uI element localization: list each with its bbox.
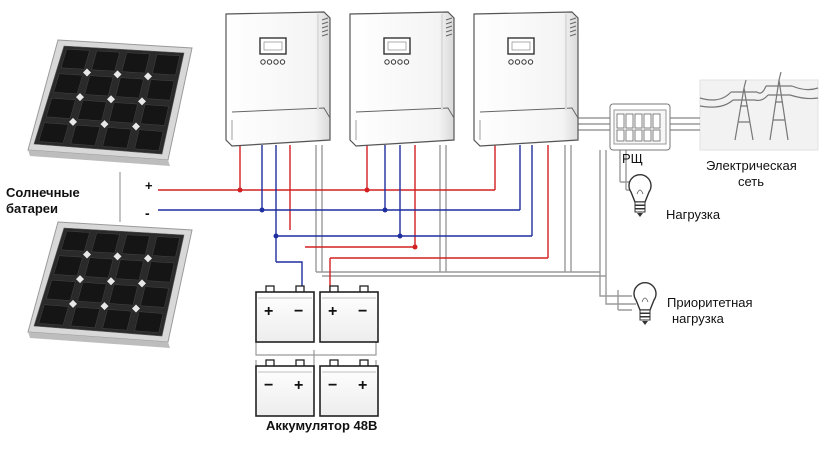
inverter-button xyxy=(279,59,286,65)
panel-cell xyxy=(152,236,181,258)
panel-cell xyxy=(91,232,120,254)
panel-cell xyxy=(146,79,175,101)
panel-cell xyxy=(134,311,164,333)
panel-cell xyxy=(91,50,120,72)
power-grid-image: Электрическая сеть xyxy=(699,71,819,189)
inverter-button xyxy=(384,59,390,65)
panel-cell xyxy=(84,257,114,279)
battery-minus-sign: − xyxy=(358,303,367,320)
inverter-3 xyxy=(473,11,579,147)
panel-cell xyxy=(60,48,90,70)
battery-minus-sign: − xyxy=(264,377,273,394)
panel-cell xyxy=(115,77,144,99)
battery-bank: +−+−−+−+ xyxy=(255,285,379,417)
battery-body xyxy=(255,291,315,343)
panel-cell xyxy=(60,230,90,252)
inverter-2 xyxy=(349,11,455,147)
inverter-button xyxy=(273,59,279,65)
panel-cell xyxy=(77,282,107,304)
inverter-button xyxy=(527,59,534,65)
priority-load-label-line2: нагрузка xyxy=(672,311,725,326)
grid-label-line1: Электрическая xyxy=(706,158,797,173)
battery-plus-sign: + xyxy=(294,377,303,394)
battery-2: +− xyxy=(319,285,379,343)
battery-plus-sign: + xyxy=(264,303,273,320)
inverter-button xyxy=(266,59,273,65)
panel-cell xyxy=(121,52,151,74)
panel-cell xyxy=(140,286,169,308)
inverter-button xyxy=(260,59,266,65)
panel-cell xyxy=(70,306,101,328)
battery-4: −+ xyxy=(319,359,379,417)
panel-cell xyxy=(115,259,144,281)
solar-label-line1: Солнечные xyxy=(6,185,80,200)
inverters xyxy=(225,11,579,147)
panel-cell xyxy=(53,255,83,277)
panel-cell xyxy=(102,309,132,331)
grid-label-line2: сеть xyxy=(738,174,764,189)
solar-label-line2: батареи xyxy=(6,201,58,216)
inverter-1 xyxy=(225,11,331,147)
panel-cell xyxy=(77,100,107,122)
battery-plus-sign: + xyxy=(358,377,367,394)
inverter-button xyxy=(508,59,514,65)
inverter-button xyxy=(514,59,521,65)
battery-body xyxy=(255,365,315,417)
battery-title: Аккумулятор 48В xyxy=(266,418,377,433)
panel-cell xyxy=(121,234,151,256)
panel-cell xyxy=(134,129,164,151)
panel-cell xyxy=(146,261,175,283)
panel-plus-sign: + xyxy=(145,178,153,193)
solar-panel-bottom xyxy=(27,221,193,348)
battery-body xyxy=(319,365,379,417)
panel-cell xyxy=(84,75,114,97)
positive-wires xyxy=(158,145,549,292)
wiring xyxy=(158,117,700,311)
distribution-board-label: РЩ xyxy=(622,151,643,166)
panel-cell xyxy=(45,279,76,301)
inverter-button xyxy=(390,59,397,65)
panel-cell xyxy=(108,102,138,124)
load-label: Нагрузка xyxy=(666,207,721,222)
battery-3: −+ xyxy=(255,359,315,417)
priority-load-label-line1: Приоритетная xyxy=(667,295,753,310)
panel-cell xyxy=(38,304,69,326)
solar-panel-top xyxy=(27,39,193,166)
load-bulb-icon xyxy=(628,173,652,217)
inverter-button xyxy=(397,59,403,65)
battery-body xyxy=(319,291,379,343)
panel-cell xyxy=(108,284,138,306)
battery-minus-sign: − xyxy=(294,303,303,320)
priority-load-bulb-icon xyxy=(633,281,657,325)
distribution-board: РЩ xyxy=(609,103,671,166)
battery-plus-sign: + xyxy=(328,303,337,320)
panel-cell xyxy=(45,97,76,119)
panel-cell xyxy=(152,54,181,76)
battery-minus-sign: − xyxy=(328,377,337,394)
ac-wires xyxy=(315,117,700,311)
inverter-button xyxy=(521,59,527,65)
panel-cell xyxy=(38,122,69,144)
panel-cell xyxy=(53,73,83,95)
panel-cell xyxy=(70,124,101,146)
panel-cell xyxy=(140,104,169,126)
panel-minus-sign: - xyxy=(145,205,150,221)
junction-dots xyxy=(237,187,418,250)
battery-1: +− xyxy=(255,285,315,343)
negative-wires xyxy=(158,145,533,292)
inverter-button xyxy=(403,59,410,65)
panel-cell xyxy=(102,127,132,149)
